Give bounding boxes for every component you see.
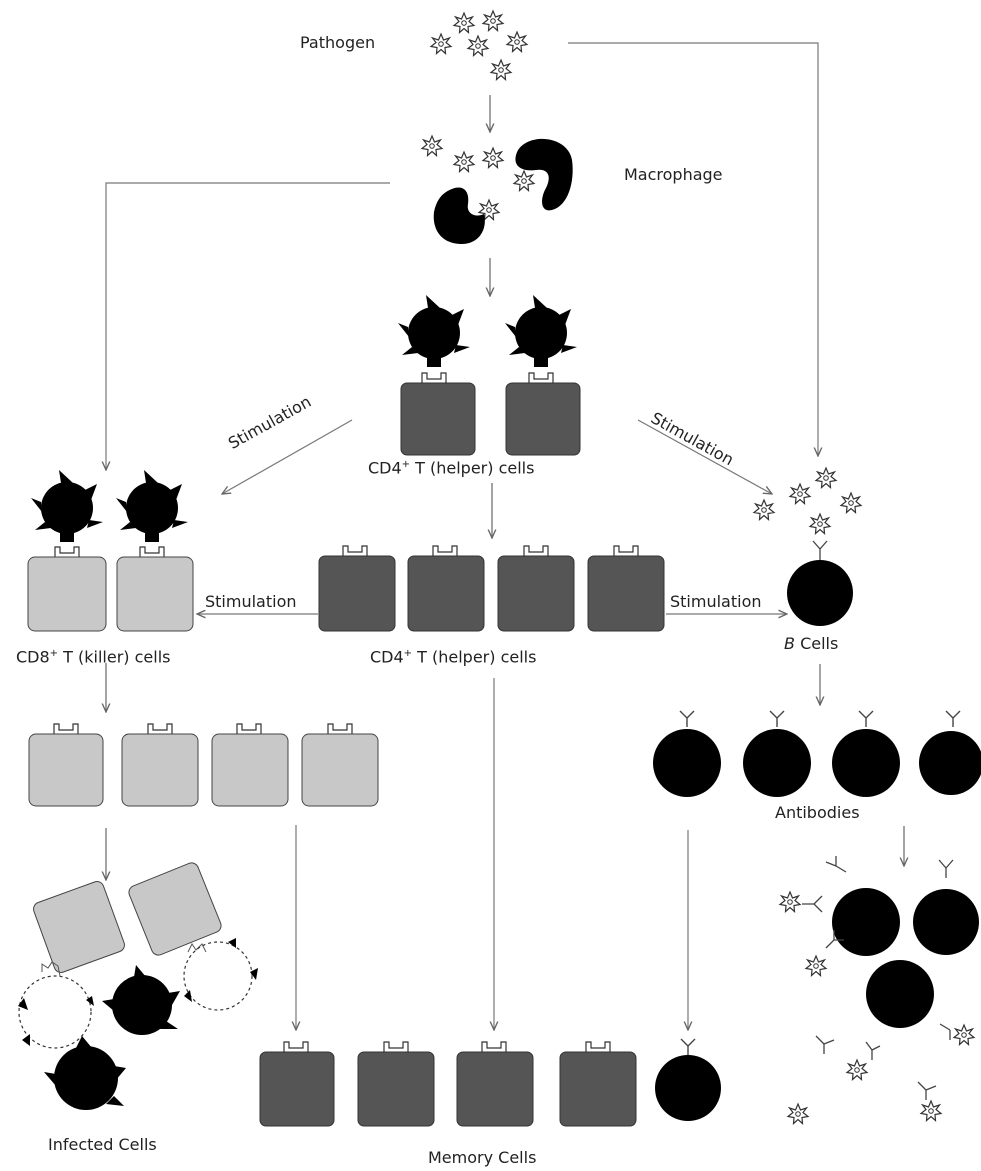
pathogen-cluster xyxy=(430,10,528,81)
b-cells-label-suffix: Cells xyxy=(794,634,839,653)
memory-b-cell xyxy=(655,1055,721,1121)
stim-right-label: Stimulation xyxy=(670,592,762,611)
macrophage-label: Macrophage xyxy=(624,165,723,184)
b-cells-label-italic: B xyxy=(784,634,795,653)
cd8-cell xyxy=(116,556,194,632)
infected-cells-group xyxy=(18,862,258,1110)
cd4-upper-label-prefix: CD4 xyxy=(368,458,402,478)
lysed-cell xyxy=(183,941,253,1011)
cd8-row xyxy=(28,723,379,807)
cd8-label: CD8+ T (killer) cells xyxy=(16,649,170,665)
cd8-label-prefix: CD8 xyxy=(16,647,50,667)
cd4-cell xyxy=(318,555,396,632)
infected-cell xyxy=(44,1036,126,1110)
plasma-cell xyxy=(832,729,900,797)
pathogen-label: Pathogen xyxy=(300,33,376,52)
cd4-cell xyxy=(587,555,665,632)
cd8-cell xyxy=(28,733,104,807)
cd4-lower-label-sup: + xyxy=(403,648,413,659)
cd8-cell xyxy=(121,733,199,807)
arrow-stim-right-diag xyxy=(637,419,772,494)
memory-cd4-cell xyxy=(456,1051,534,1127)
cd4-cell xyxy=(400,382,476,456)
plasma-cell-row xyxy=(653,710,981,797)
cd4-cell xyxy=(505,382,581,456)
lysed-cell xyxy=(18,975,92,1049)
memory-cd4-cell xyxy=(559,1051,637,1127)
b-cell xyxy=(787,560,853,626)
cd4-cell xyxy=(407,555,485,632)
memory-cd8-cell xyxy=(259,1051,335,1127)
stim-left-label: Stimulation xyxy=(205,592,297,611)
arrow-macrophage-cd8 xyxy=(106,182,390,470)
macrophage-cluster xyxy=(421,135,573,245)
plasma-cell xyxy=(653,729,721,797)
cd4-upper-group xyxy=(398,295,581,456)
cd8-cell xyxy=(211,733,289,807)
cd4-lower-label: CD4+ T (helper) cells xyxy=(370,649,536,665)
arrow-stim-left-diag xyxy=(222,419,353,494)
memory-cells-row xyxy=(259,1038,721,1127)
memory-cd4-cell xyxy=(357,1051,435,1127)
cd8-label-suffix: T (killer) cells xyxy=(58,647,171,667)
cd8-label-sup: + xyxy=(49,648,59,659)
cd4-lower-row xyxy=(318,545,665,632)
arrow-pathogen-bcells xyxy=(568,42,818,456)
b-cell-group xyxy=(787,540,853,626)
cd4-upper-label-suffix: T (helper) cells xyxy=(410,458,535,478)
cd4-cell xyxy=(497,555,575,632)
cd4-lower-label-suffix: T (helper) cells xyxy=(412,647,537,667)
b-cells-label: B Cells xyxy=(784,636,838,652)
antibody-neutralization xyxy=(779,856,979,1125)
plasma-cell xyxy=(743,729,811,797)
cd4-upper-label: CD4+ T (helper) cells xyxy=(368,460,534,476)
antibodies-label: Antibodies xyxy=(775,803,860,822)
macrophage-cell xyxy=(433,187,485,245)
pathogen-bcell-cluster xyxy=(753,467,862,535)
cd8-cell xyxy=(27,556,107,632)
cd4-upper-label-sup: + xyxy=(401,459,411,470)
memory-cells-label: Memory Cells xyxy=(428,1148,537,1167)
plasma-cell xyxy=(919,731,981,795)
macrophage-cell xyxy=(515,138,573,211)
cd8-killer-cell xyxy=(128,862,222,956)
infected-cell xyxy=(102,965,180,1035)
infected-cells-label: Infected Cells xyxy=(48,1135,157,1154)
cd8-pair xyxy=(27,470,194,632)
cd4-lower-label-prefix: CD4 xyxy=(370,647,404,667)
cd8-killer-cell xyxy=(33,881,125,973)
cd8-cell xyxy=(301,733,379,807)
